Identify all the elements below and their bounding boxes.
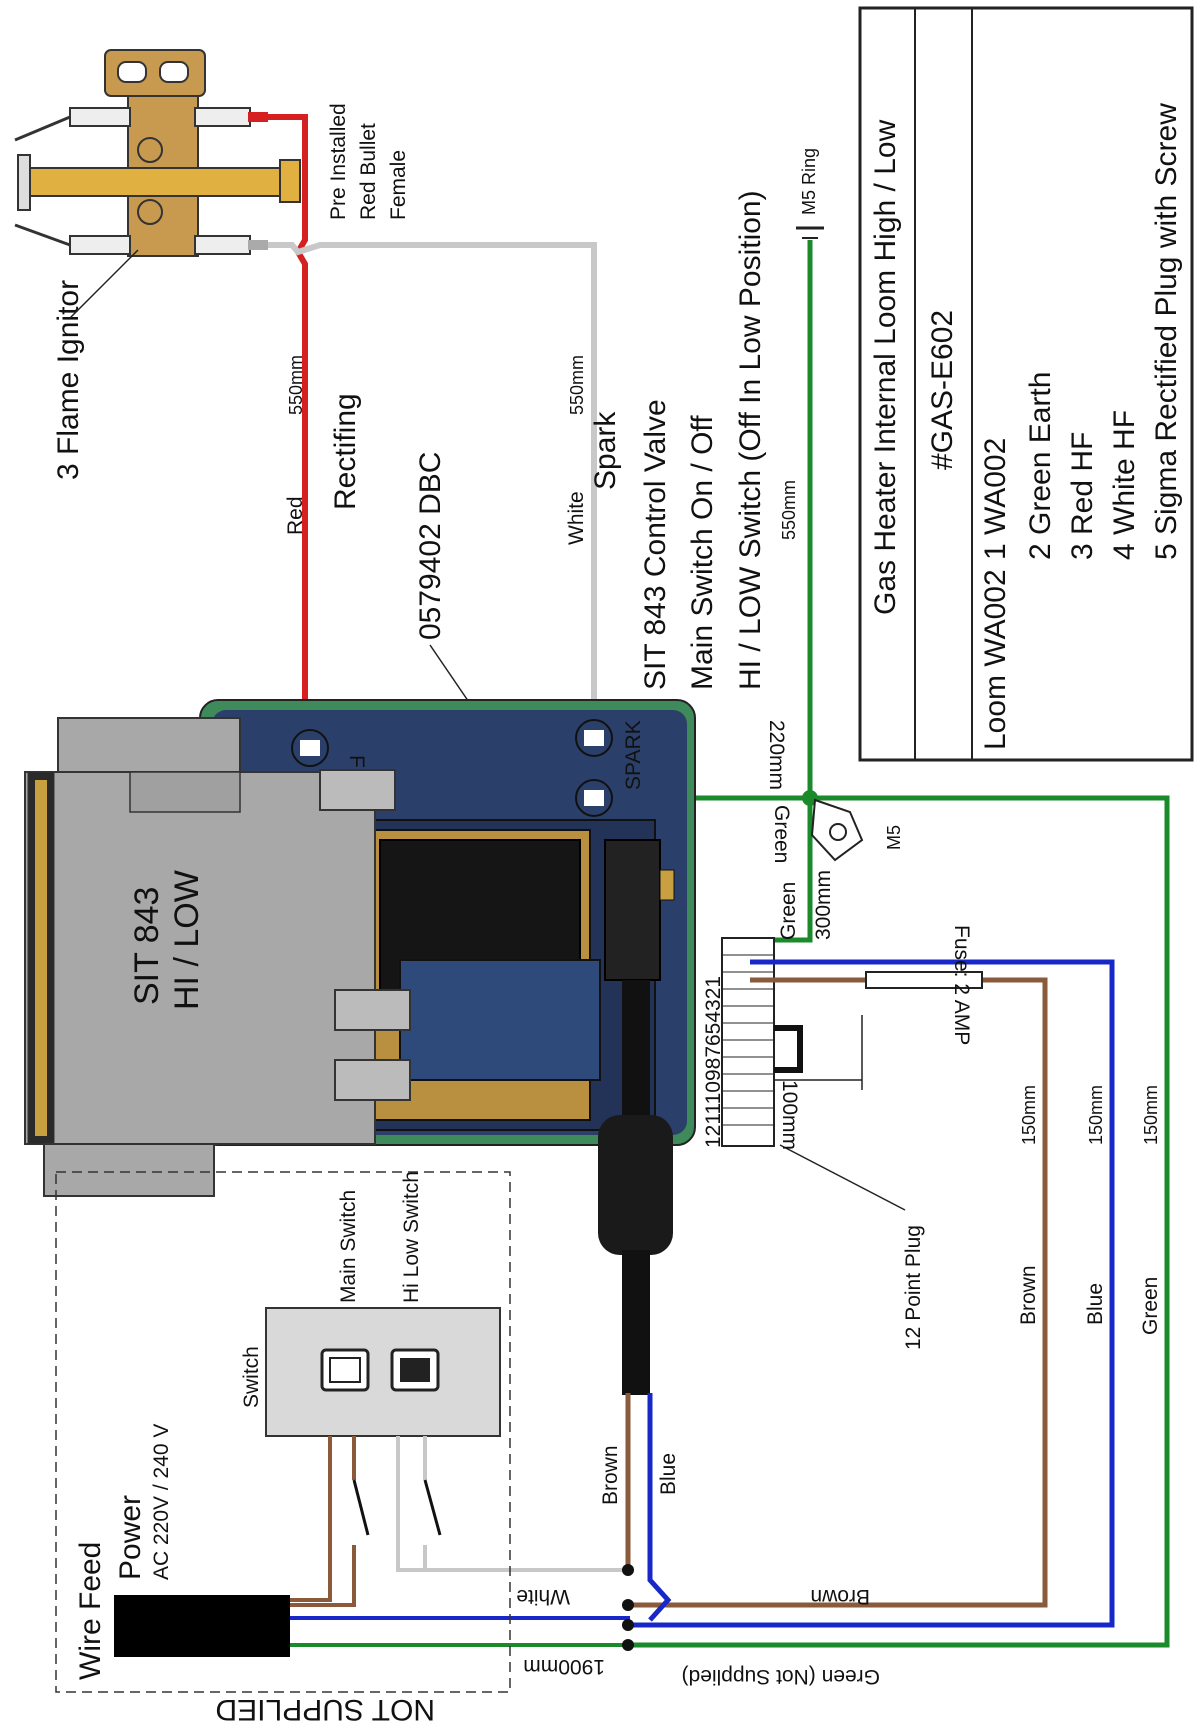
twelve-point-plug bbox=[721, 937, 803, 1147]
bullet-label-1: Pre Installed bbox=[327, 103, 350, 220]
bullet-label-3: Female bbox=[387, 150, 410, 220]
plug-label: 12 Point Plug bbox=[902, 1225, 925, 1350]
wire-feed-label: Wire Feed bbox=[74, 1542, 107, 1680]
loom-label: Loom WA002 bbox=[979, 569, 1012, 750]
red-wire-length: 550mm bbox=[286, 355, 306, 415]
switch-wiring bbox=[290, 1436, 628, 1607]
plug-pin-numbers: 121110987654321 bbox=[702, 976, 725, 1148]
main-switch-desc: Main Switch On / Off bbox=[686, 415, 719, 690]
red-wire bbox=[268, 114, 308, 750]
control-valve-label: SIT 843 Control Valve bbox=[639, 399, 672, 690]
blue-loom-branch bbox=[647, 1393, 672, 1622]
main-switch-label: Main Switch bbox=[337, 1190, 360, 1303]
not-supplied-box bbox=[55, 1171, 511, 1693]
green-300-length: 300mm bbox=[812, 870, 835, 940]
loom-cable bbox=[598, 980, 673, 1395]
power-label: Power bbox=[114, 1495, 147, 1580]
hilow-switch-desc: HI / LOW Switch (Off In Low Position) bbox=[734, 190, 767, 690]
valve-label-1: SIT 843 bbox=[128, 887, 166, 1005]
white-wire-length: 550mm bbox=[567, 355, 587, 415]
blue-right-label: Blue bbox=[1084, 1283, 1107, 1325]
switch-box-label: Switch bbox=[240, 1346, 263, 1408]
loom-item-2: 2 Green Earth bbox=[1024, 372, 1057, 560]
green-earth-length: 550mm bbox=[779, 480, 799, 540]
white-wire bbox=[268, 242, 597, 735]
valve-label-2: HI / LOW bbox=[168, 870, 206, 1010]
fuse-length: 100mm bbox=[778, 1080, 801, 1150]
white-loom-label: White bbox=[516, 1585, 570, 1608]
title-text: Gas Heater Internal Loom High / Low bbox=[869, 119, 902, 615]
blue-150-length: 150mm bbox=[1086, 1085, 1106, 1145]
title-block: Gas Heater Internal Loom High / Low #GAS… bbox=[858, 6, 1194, 762]
spark-terminal-label: SPARK bbox=[622, 720, 645, 790]
spark-label: Spark bbox=[589, 411, 622, 490]
part-number: #GAS-E602 bbox=[926, 310, 959, 470]
m5-lug bbox=[810, 798, 864, 862]
wire-feed-plug bbox=[114, 1564, 634, 1657]
blue-loom-label: Blue bbox=[657, 1453, 680, 1495]
feed-length-label: 1900mm bbox=[523, 1655, 605, 1678]
brown-loom-label: Brown bbox=[599, 1445, 622, 1505]
m5-ring-label: M5 Ring bbox=[799, 148, 819, 215]
dbc-label: 0579402 DBC bbox=[414, 452, 447, 640]
not-supplied-label: NOT SUPPLIED bbox=[215, 1693, 435, 1726]
brown-150-length: 150mm bbox=[1019, 1085, 1039, 1145]
flame-ignitor bbox=[14, 49, 301, 257]
green-220-length: 220mm bbox=[765, 720, 788, 790]
loom-item-5: 5 Sigma Rectified Plug with Screw bbox=[1150, 103, 1183, 560]
brown-feed-label: Brown bbox=[810, 1585, 870, 1608]
gas-valve bbox=[24, 717, 411, 1197]
bullet-label-2: Red Bullet bbox=[357, 123, 380, 220]
switch-panel bbox=[265, 1307, 501, 1437]
loom-item-4: 4 White HF bbox=[1108, 410, 1141, 560]
green-150-length: 150mm bbox=[1141, 1085, 1161, 1145]
loom-item-3: 3 Red HF bbox=[1066, 432, 1099, 560]
m5-label: M5 bbox=[884, 825, 904, 850]
green-right-label: Green bbox=[1139, 1277, 1162, 1335]
power-voltage-label: AC 220V / 240 V bbox=[150, 1424, 173, 1580]
fuse-label: Fuse: 2 AMP bbox=[950, 925, 973, 1045]
ignitor-label: 3 Flame Ignitor bbox=[52, 280, 85, 480]
rectifying-label: Rectifing bbox=[329, 393, 362, 510]
green-feed-label: Green (Not Supplied) bbox=[682, 1665, 880, 1688]
hi-low-switch-label: Hi Low Switch bbox=[400, 1171, 423, 1303]
green-300-label: Green bbox=[777, 882, 800, 940]
fuse bbox=[865, 971, 983, 989]
brown-right-label: Brown bbox=[1017, 1265, 1040, 1325]
green-220-label: Green bbox=[770, 805, 793, 863]
white-wire-label: White bbox=[565, 491, 588, 545]
loom-item-1: 1 WA002 bbox=[979, 438, 1012, 560]
blue-right-wire bbox=[630, 959, 1115, 1628]
red-wire-label: Red bbox=[284, 496, 307, 535]
